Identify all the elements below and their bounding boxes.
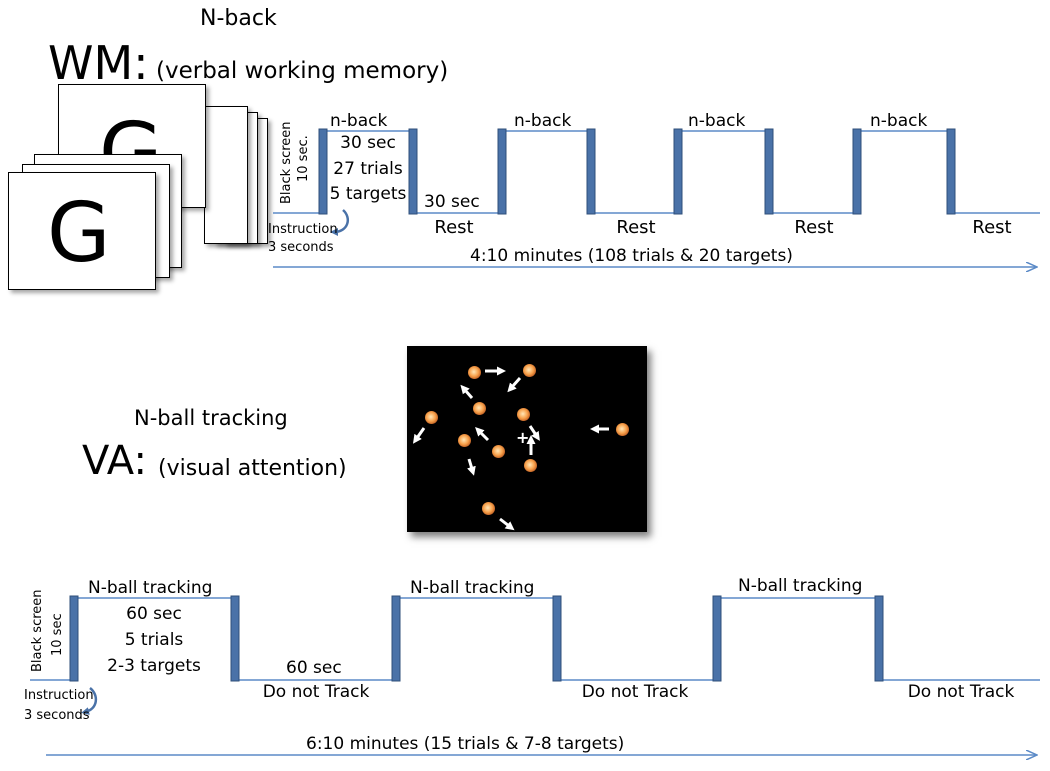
tracking-ball (425, 411, 438, 424)
tracking-ball (524, 459, 537, 472)
wm-rest-label: Rest (794, 217, 834, 238)
wm-block-boundary (673, 128, 683, 215)
va-block-boundary (230, 595, 240, 682)
va-instruction-curl-arrow (81, 687, 98, 715)
wm-block-boundary (852, 128, 862, 215)
va-block-boundary (874, 595, 884, 682)
va-block-boundary (712, 595, 722, 682)
wm-rest-label: Rest (972, 217, 1012, 238)
tracking-ball (517, 408, 530, 421)
va-instruction-duration: 3 seconds (24, 708, 90, 723)
tracking-ball (468, 366, 481, 379)
tracking-ball (473, 402, 486, 415)
motion-arrow (499, 517, 515, 531)
va-block-boundary (391, 595, 401, 682)
motion-arrow (412, 427, 426, 444)
va-block-duration: 60 sec (126, 604, 182, 624)
wm-block-label: n-back (330, 111, 388, 131)
va-rest-label: Do not Track (581, 682, 689, 702)
wm-block-boundary (408, 128, 418, 215)
va-block-waveform (30, 597, 1040, 681)
tracking-ball (616, 423, 629, 436)
va-total-label: 6:10 minutes (15 trials & 7-8 targets) (306, 734, 625, 754)
stimulus-card: G (8, 172, 156, 290)
va-black-screen-duration: 10 sec (50, 613, 65, 656)
wm-block-duration: 30 sec (340, 133, 396, 153)
tracking-ball (492, 445, 505, 458)
motion-arrow (475, 427, 490, 442)
va-task-name: N-ball tracking (134, 406, 288, 430)
wm-rest-label: Rest (434, 217, 474, 238)
motion-arrow (467, 458, 476, 476)
wm-block-boundary (497, 128, 507, 215)
wm-block-label: n-back (870, 111, 928, 131)
wm-block-boundary (586, 128, 596, 215)
wm-block-trials: 27 trials (333, 159, 403, 179)
va-block-label: N-ball tracking (738, 576, 863, 596)
va-abbr: VA: (82, 438, 147, 484)
fixation-cross: + (516, 428, 530, 447)
tracking-ball (523, 364, 536, 377)
va-block-boundary (69, 595, 79, 682)
tracking-ball (482, 502, 495, 515)
motion-arrow (507, 377, 522, 393)
tracking-ball (458, 434, 471, 447)
wm-rest-label: Rest (616, 217, 656, 238)
va-block-label: N-ball tracking (88, 578, 213, 598)
wm-abbr: WM: (48, 36, 149, 90)
wm-block-waveform (273, 130, 1040, 214)
wm-block-boundary (764, 128, 774, 215)
wm-block-boundary (318, 128, 328, 215)
va-rest-label: Do not Track (907, 682, 1015, 702)
wm-rest-duration: 30 sec (424, 192, 480, 212)
va-rest-duration: 60 sec (286, 658, 342, 678)
va-block-boundary (552, 595, 562, 682)
va-description: (visual attention) (158, 456, 347, 481)
wm-instruction-duration: 3 seconds (268, 240, 334, 255)
wm-task-name: N-back (200, 6, 277, 31)
va-block-targets: 2-3 targets (107, 656, 201, 676)
wm-block-label: n-back (514, 111, 572, 131)
wm-description: (verbal working memory) (156, 58, 449, 84)
wm-instruction-curl-arrow (330, 209, 350, 236)
va-block-label: N-ball tracking (410, 578, 535, 598)
motion-arrow (460, 384, 474, 399)
va-block-trials: 5 trials (124, 630, 184, 650)
motion-arrow (528, 425, 540, 441)
va-black-screen-label: Black screen (30, 589, 45, 672)
wm-block-targets: 5 targets (329, 184, 407, 204)
wm-block-boundary (946, 128, 956, 215)
va-rest-label: Do not Track (262, 682, 370, 702)
wm-block-label: n-back (688, 111, 746, 131)
stimulus-letter: G (47, 186, 111, 281)
va-instruction-label: Instruction (24, 688, 94, 703)
wm-instruction-label: Instruction (268, 222, 338, 237)
wm-total-label: 4:10 minutes (108 trials & 20 targets) (470, 246, 793, 266)
